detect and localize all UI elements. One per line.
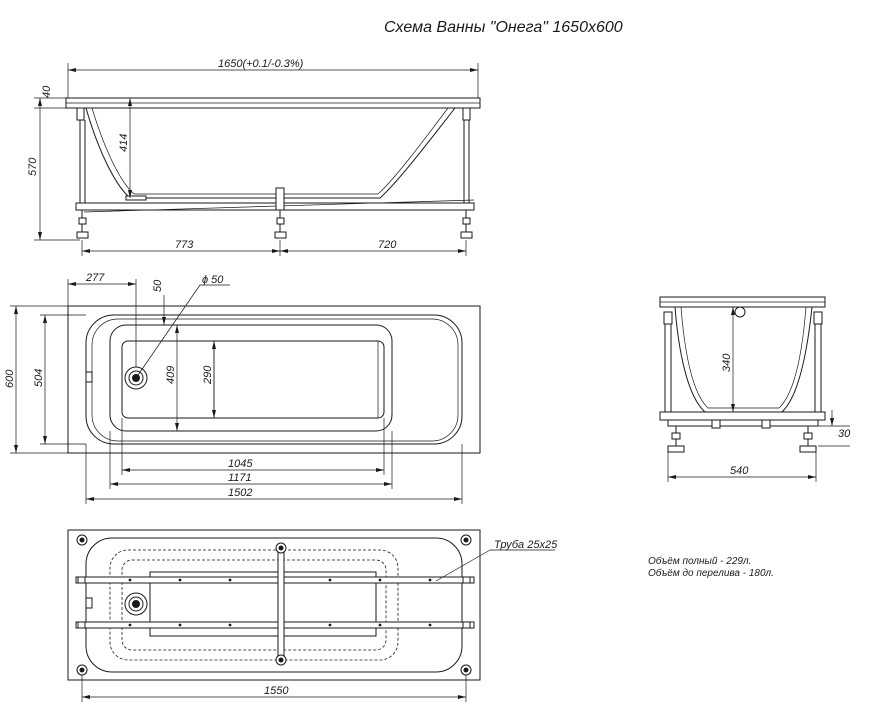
dim-bowl-width: 409: [165, 366, 177, 384]
drawing-title: Схема Ванны "Онега" 1650х600: [384, 19, 623, 36]
dim-outer-width: 600: [4, 369, 16, 388]
top-view: ϕ 50 277 50 600 504 409 290: [4, 272, 481, 504]
dim-drain-offset: 277: [85, 272, 105, 284]
side-view: 1650(+0.1/-0.3%): [27, 58, 481, 256]
dim-inner-width: 504: [33, 369, 45, 387]
dim-total-height: 570: [27, 157, 39, 176]
dim-leg-span-left: 773: [175, 239, 194, 251]
dim-leg-span-right: 720: [378, 239, 397, 251]
dim-bath-depth: 414: [118, 134, 130, 152]
volume-full: Объём полный - 229л.: [648, 555, 751, 567]
frame-view: Труба 25х25 1550: [67, 529, 558, 702]
dim-frame-length: 1550: [264, 685, 289, 697]
dim-end-depth: 340: [721, 353, 733, 372]
dim-end-leg-span: 540: [730, 465, 749, 477]
dim-rim-height: 40: [41, 85, 53, 98]
dim-bowl-length: 1502: [228, 487, 252, 499]
tube-label: Труба 25х25: [494, 539, 558, 551]
dim-drain-offset-top: 50: [152, 279, 164, 292]
dim-foot-height: 30: [838, 428, 851, 440]
dim-inner-length: 1171: [228, 472, 252, 484]
dim-overall-length: 1650(+0.1/-0.3%): [218, 58, 304, 70]
volume-overflow: Объём до перелива - 180л.: [648, 567, 774, 579]
dim-bottom-width: 290: [202, 365, 214, 385]
dim-drain-diameter: ϕ 50: [202, 274, 224, 286]
dim-bottom-length: 1045: [228, 458, 253, 470]
end-view: 340 30 540: [659, 296, 851, 482]
